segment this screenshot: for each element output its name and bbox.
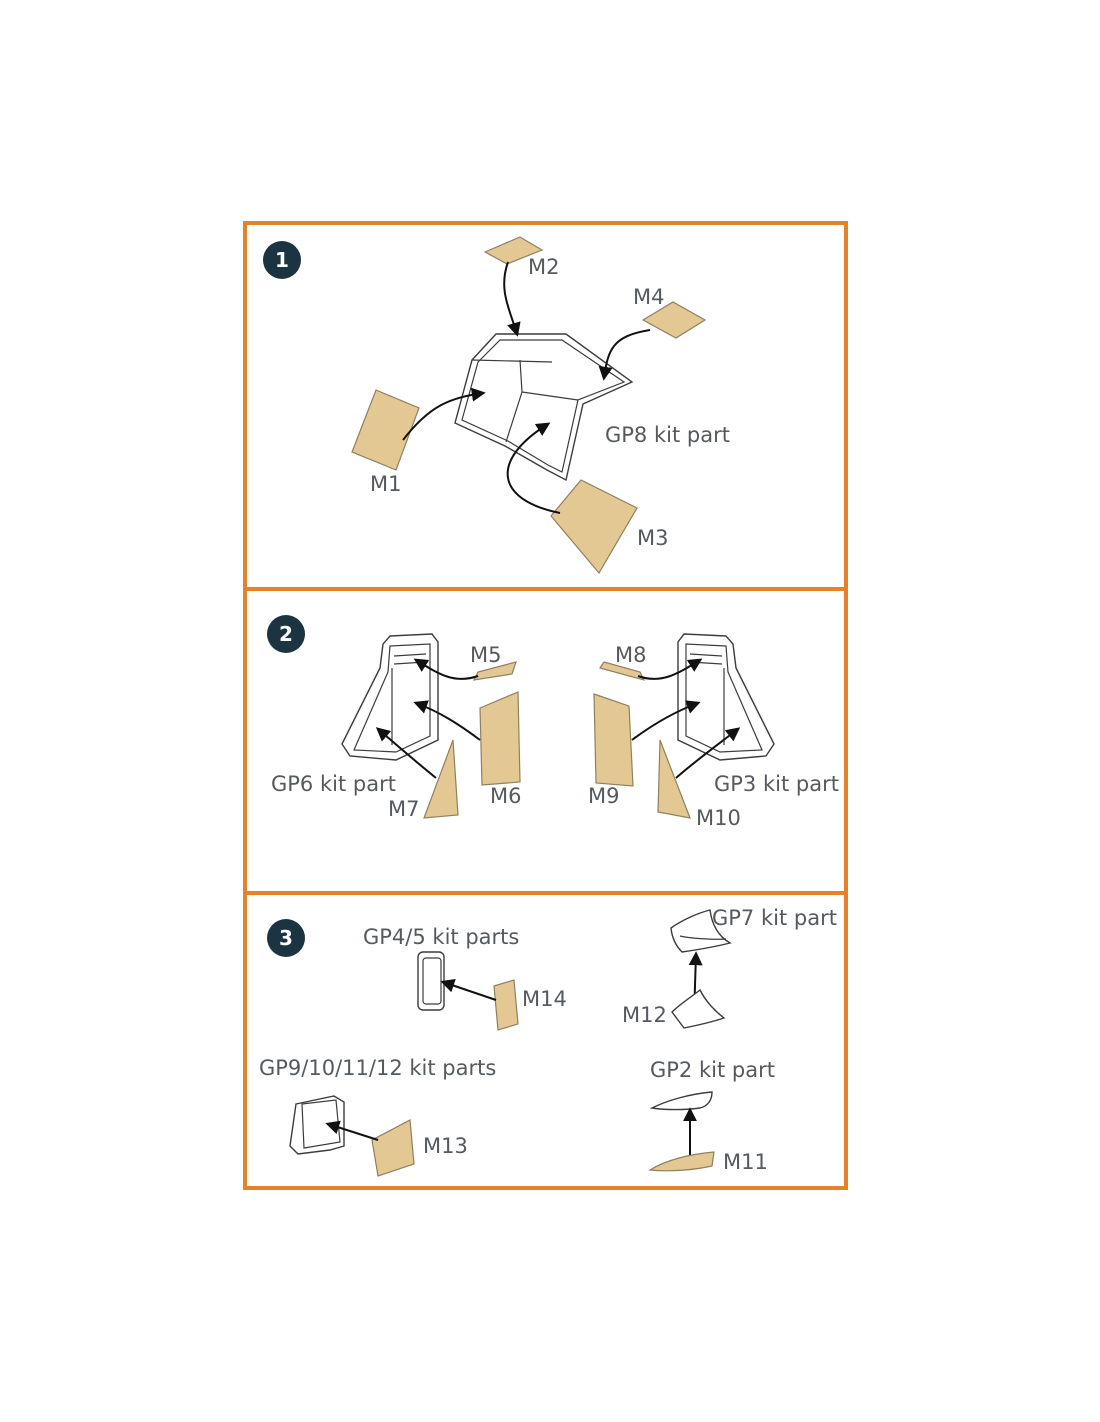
label-m6: M6 [490, 784, 521, 808]
arrow-m4 [598, 329, 651, 381]
label-gp8: GP8 kit part [605, 423, 730, 447]
step-badge-1: 1 [263, 241, 301, 279]
mask-m13 [371, 1119, 415, 1177]
arrow-m1 [402, 387, 486, 441]
gp45-kit-part [417, 951, 445, 1011]
label-gp2: GP2 kit part [650, 1058, 775, 1082]
label-m7: M7 [388, 797, 419, 821]
step-3: 3 GP4/5 kit parts GP7 kit pa [259, 906, 837, 1177]
arrow-m10 [675, 727, 741, 779]
label-m4: M4 [633, 285, 664, 309]
label-m10: M10 [696, 806, 741, 830]
label-gp45: GP4/5 kit parts [363, 925, 519, 949]
mask-m6 [479, 691, 521, 786]
arrow-m14 [440, 978, 497, 1001]
mask-m9 [593, 693, 634, 787]
label-m3: M3 [637, 526, 668, 550]
mask-m3 [550, 479, 638, 575]
label-m11: M11 [723, 1150, 768, 1174]
arrow-m2 [503, 261, 521, 337]
gp2-kit-part [649, 1091, 713, 1111]
mask-m4 [641, 301, 707, 339]
gp8-kit-part [454, 333, 634, 482]
label-gp6: GP6 kit part [271, 772, 396, 796]
gp7-kit-part [670, 909, 732, 953]
label-m1: M1 [370, 472, 401, 496]
label-m8: M8 [615, 643, 646, 667]
svg-text:1: 1 [275, 248, 289, 272]
gp6-kit-part [341, 633, 439, 761]
arrow-m8 [637, 658, 703, 680]
step-1: 1 M2 M4 GP8 kit part M1 M3 [263, 236, 730, 575]
mask-m8 [599, 661, 646, 681]
arrow-m6 [413, 700, 481, 741]
arrow-m13 [325, 1120, 379, 1141]
gp9-12-kit-part [289, 1095, 345, 1155]
panel-frame [243, 221, 848, 1190]
label-m5: M5 [470, 643, 501, 667]
label-gp3: GP3 kit part [714, 772, 839, 796]
arrow-m7 [375, 727, 437, 779]
label-m13: M13 [423, 1134, 468, 1158]
mask-m7 [423, 739, 459, 819]
mask-m5 [472, 661, 517, 681]
label-gp9: GP9/10/11/12 kit parts [259, 1056, 496, 1080]
mask-m1 [351, 389, 420, 471]
mask-m2 [483, 236, 544, 265]
svg-text:3: 3 [279, 926, 293, 950]
label-m14: M14 [522, 987, 567, 1011]
step-badge-2: 2 [267, 615, 305, 653]
arrow-m3 [506, 422, 561, 514]
mask-m14 [493, 979, 519, 1031]
label-gp7: GP7 kit part [712, 906, 837, 930]
label-m12: M12 [622, 1003, 667, 1027]
mask-m10 [657, 739, 691, 819]
label-m9: M9 [588, 784, 619, 808]
label-m2: M2 [528, 255, 559, 279]
arrow-m5 [413, 658, 479, 680]
gp3-kit-part [677, 633, 775, 761]
mask-m11 [648, 1151, 715, 1172]
step-badge-3: 3 [267, 919, 305, 957]
step-2: 2 [267, 615, 839, 830]
svg-text:2: 2 [279, 622, 293, 646]
arrow-m9 [631, 700, 701, 741]
mask-m12 [671, 988, 726, 1029]
